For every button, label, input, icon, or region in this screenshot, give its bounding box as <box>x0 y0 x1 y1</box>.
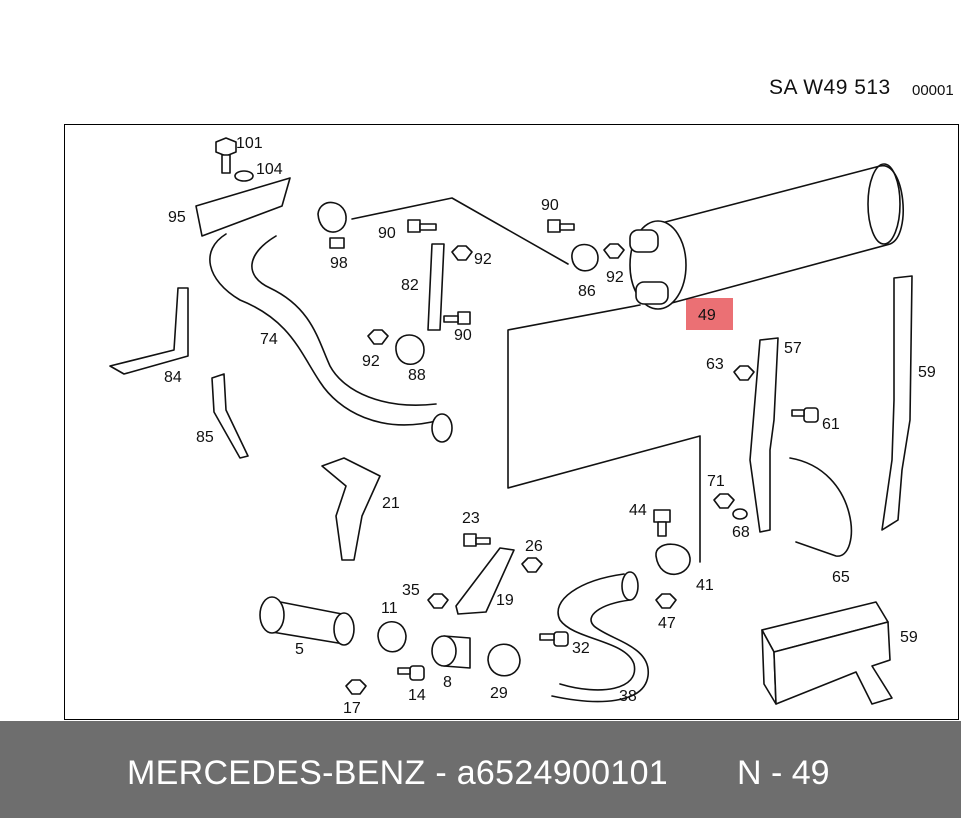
pipe-74-end <box>431 413 453 443</box>
label-95: 95 <box>168 209 186 226</box>
bolt-90-left[interactable] <box>407 219 437 233</box>
clamp-98[interactable] <box>317 201 347 249</box>
label-71: 71 <box>707 473 725 490</box>
bolt-61[interactable] <box>791 407 819 423</box>
footer-position: N - 49 <box>737 754 830 792</box>
bolt-44[interactable] <box>653 509 671 537</box>
label-84: 84 <box>164 369 182 386</box>
label-101: 101 <box>236 135 263 152</box>
label-41: 41 <box>696 577 714 594</box>
hanger-57[interactable] <box>749 337 779 533</box>
bracket-85[interactable] <box>211 373 249 459</box>
bolt-14[interactable] <box>397 665 425 681</box>
bracket-21[interactable] <box>321 457 381 561</box>
diagram-frame <box>64 124 959 720</box>
clamp-29[interactable] <box>487 643 521 677</box>
label-29: 29 <box>490 685 508 702</box>
label-63: 63 <box>706 356 724 373</box>
washer-68[interactable] <box>732 508 748 520</box>
sleeve-8[interactable] <box>431 635 471 669</box>
clamp-86[interactable] <box>571 243 599 272</box>
label-14: 14 <box>408 687 426 704</box>
nut-92-mid[interactable] <box>367 329 389 345</box>
nut-26[interactable] <box>521 557 543 573</box>
label-38: 38 <box>619 688 637 705</box>
label-59-upper: 59 <box>918 364 936 381</box>
footer-bar <box>0 721 961 818</box>
bolt-90-mid[interactable] <box>443 311 471 325</box>
label-90-left: 90 <box>378 225 396 242</box>
label-104: 104 <box>256 161 283 178</box>
nut-92-top[interactable] <box>451 245 473 261</box>
highlight-49 <box>686 298 733 330</box>
label-88: 88 <box>408 367 426 384</box>
label-35: 35 <box>402 582 420 599</box>
label-92-mid: 92 <box>362 353 380 370</box>
label-82: 82 <box>401 277 419 294</box>
label-85: 85 <box>196 429 214 446</box>
label-26: 26 <box>525 538 543 555</box>
label-59-lower: 59 <box>900 629 918 646</box>
nut-63[interactable] <box>733 365 755 381</box>
leader-line-top <box>351 197 569 265</box>
bracket-19[interactable] <box>455 547 515 615</box>
label-44: 44 <box>629 502 647 519</box>
label-11: 11 <box>381 600 398 617</box>
pipe-38[interactable] <box>557 573 636 691</box>
pipe-38-end <box>621 571 639 601</box>
clamp-88[interactable] <box>395 334 425 365</box>
label-92-right: 92 <box>606 269 624 286</box>
bolt-101[interactable] <box>215 137 237 174</box>
label-5: 5 <box>295 641 304 658</box>
label-49: 49 <box>698 307 716 324</box>
hanger-59-upper[interactable] <box>881 275 913 531</box>
bracket-95[interactable] <box>195 177 291 237</box>
label-92-top: 92 <box>474 251 492 268</box>
label-65: 65 <box>832 569 850 586</box>
label-47: 47 <box>658 615 676 632</box>
nut-35[interactable] <box>427 593 449 609</box>
footer-part-number: MERCEDES-BENZ - a6524900101 <box>127 754 669 792</box>
clamp-11[interactable] <box>377 621 407 653</box>
label-90-right: 90 <box>541 197 559 214</box>
label-23: 23 <box>462 510 480 527</box>
bracket-59-lower[interactable] <box>761 601 893 705</box>
label-90-mid: 90 <box>454 327 472 344</box>
pipe-74-upper[interactable] <box>209 233 441 426</box>
bracket-84[interactable] <box>109 287 189 375</box>
bolt-23[interactable] <box>463 533 491 547</box>
nut-17[interactable] <box>345 679 367 695</box>
label-57: 57 <box>784 340 802 357</box>
diagram-number: 00001 <box>912 82 954 99</box>
leader-line-muffler <box>507 304 701 563</box>
washer-104[interactable] <box>234 170 254 182</box>
bolt-32[interactable] <box>539 631 569 647</box>
label-17: 17 <box>343 700 361 717</box>
nut-71[interactable] <box>713 493 735 509</box>
nut-47[interactable] <box>655 593 677 609</box>
label-74: 74 <box>260 331 278 348</box>
nut-92-right[interactable] <box>603 243 625 259</box>
label-21: 21 <box>382 495 400 512</box>
pipe-38-inner <box>551 599 649 703</box>
strap-65[interactable] <box>789 457 853 557</box>
label-86: 86 <box>578 283 596 300</box>
label-98: 98 <box>330 255 348 272</box>
clamp-41[interactable] <box>655 543 691 576</box>
label-19: 19 <box>496 592 514 609</box>
label-68: 68 <box>732 524 750 541</box>
pipe-74-lower <box>251 235 437 406</box>
label-61: 61 <box>822 416 840 433</box>
bracket-82[interactable] <box>427 243 445 331</box>
pipe-5[interactable] <box>259 596 355 646</box>
bolt-90-right[interactable] <box>547 219 575 233</box>
diagram-code: SA W49 513 <box>769 76 891 99</box>
label-8: 8 <box>443 674 452 691</box>
label-32: 32 <box>572 640 590 657</box>
muffler-49[interactable] <box>629 163 904 310</box>
